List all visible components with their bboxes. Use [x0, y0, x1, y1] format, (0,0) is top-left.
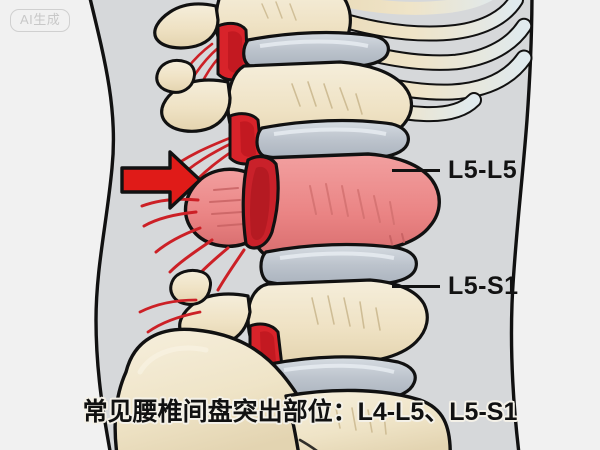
spinal-canal-segment-compressed	[241, 154, 280, 250]
label-l5-s1-text: L5-S1	[448, 272, 519, 300]
nerve-root	[168, 238, 214, 274]
nerve-root	[138, 298, 198, 314]
sacrum-pelvis	[113, 327, 452, 450]
label-l5-l5: L5-L5	[392, 156, 517, 185]
leader-line-icon	[392, 285, 440, 288]
red-arrow	[120, 150, 202, 210]
nerve-root	[216, 248, 246, 292]
caption-text: 常见腰椎间盘突出部位：L4-L5、L5-S1	[82, 398, 518, 426]
nerve-root	[146, 310, 202, 334]
nerve-root-group-lower	[138, 298, 202, 334]
nerve-root	[154, 226, 202, 254]
intervertebral-disc-normal	[259, 242, 418, 289]
ai-generated-watermark: AI生成	[10, 9, 71, 33]
label-l5-l5-text: L5-L5	[448, 156, 518, 184]
leader-line-icon	[392, 169, 440, 172]
nerve-root	[142, 210, 198, 228]
label-l5-s1: L5-S1	[392, 272, 519, 301]
body-outline-left	[88, 0, 116, 450]
